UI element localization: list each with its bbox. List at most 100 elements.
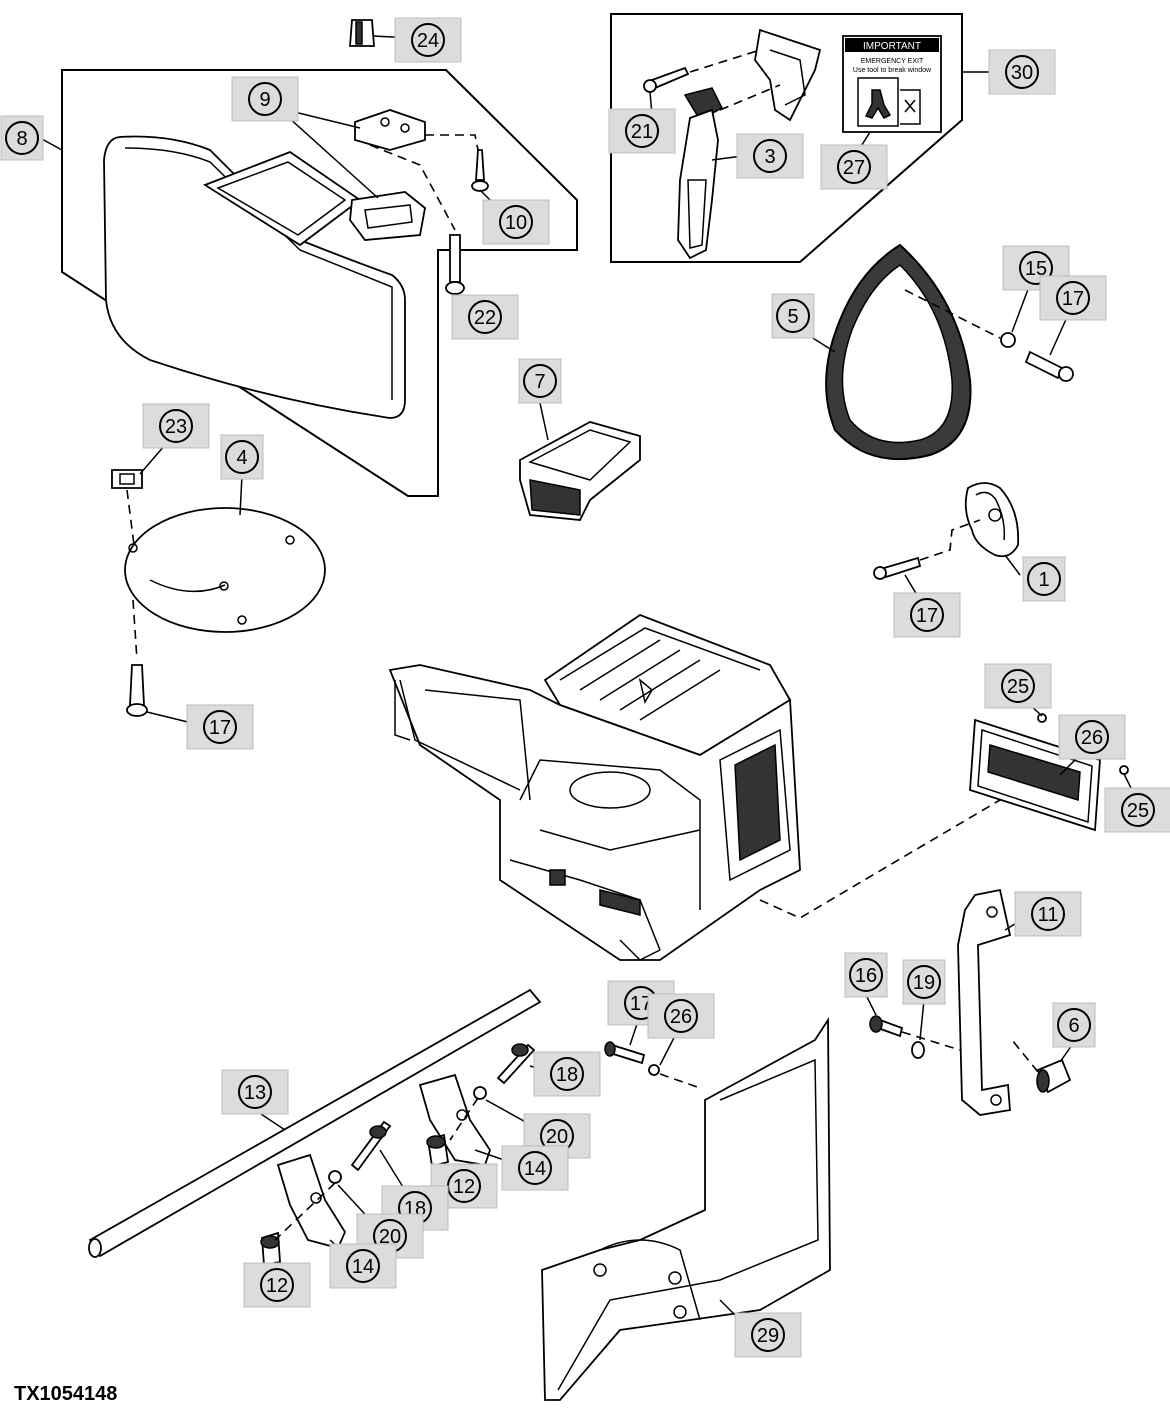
callout-box: [902, 959, 946, 1005]
bolt-18a-head: [511, 1043, 529, 1057]
panel-hole: [673, 1305, 687, 1319]
callout-22: 22: [451, 294, 519, 340]
callout-box: [0, 115, 44, 161]
callout-circle: [518, 1151, 552, 1185]
callout-17a: 17: [1039, 275, 1107, 321]
callout-box: [734, 1312, 802, 1358]
leader-dashed: [904, 289, 1001, 339]
callout-box: [608, 108, 676, 154]
callout-circle: [1057, 1008, 1091, 1042]
callout-circle: [238, 1075, 272, 1109]
leader-line: [39, 137, 63, 151]
cap-24-shade: [355, 21, 363, 45]
leader-dashed: [901, 1031, 961, 1051]
callout-label: 24: [417, 30, 439, 52]
callout-label: 6: [1068, 1015, 1079, 1037]
callout-circle: [753, 139, 787, 173]
assist-strap-inner: [841, 264, 953, 444]
grab-handle-hole: [986, 906, 998, 918]
speed-nut-23-slot: [119, 473, 135, 485]
callout-box: [984, 663, 1052, 709]
callout-label: 15: [1025, 258, 1047, 280]
panel-hole: [593, 1263, 607, 1277]
leader-dashed: [759, 799, 1001, 919]
vent-screw-25: [1037, 713, 1047, 723]
callout-box: [771, 293, 815, 339]
decal-line1: EMERGENCY EXIT: [861, 58, 924, 65]
callout-circle: [203, 710, 237, 744]
callout-label: 25: [1007, 676, 1029, 698]
dome-cover-hole: [285, 535, 295, 545]
callout-circle: [907, 965, 941, 999]
callout-circle: [523, 364, 557, 398]
latch-plate-hole: [380, 117, 390, 127]
callout-box: [533, 1051, 601, 1097]
rear-window-inner-edge: [124, 147, 393, 400]
callout-circle: [849, 958, 883, 992]
callout-box: [844, 952, 888, 998]
leader-dashed: [719, 84, 781, 111]
callout-27: 27: [820, 144, 888, 190]
callout-box: [1052, 1002, 1096, 1048]
leader-line: [1004, 554, 1021, 576]
callout-label: 29: [757, 1325, 779, 1347]
window-latch-catch: [349, 191, 426, 241]
tool-bracket: [754, 28, 822, 122]
leader-line: [1049, 314, 1069, 356]
dome-cover-plate: [124, 507, 326, 633]
emergency-exit-border: [610, 13, 963, 263]
callout-box: [394, 17, 462, 63]
callout-21: 21: [608, 108, 676, 154]
leader-line: [539, 402, 549, 441]
callout-label: 14: [524, 1158, 546, 1180]
callout-8: 8: [0, 115, 44, 161]
side-panel-inner: [557, 1058, 819, 1391]
callout-1: 1: [1022, 556, 1066, 602]
callout-label: 21: [631, 121, 653, 143]
screw-17-ring-head: [873, 566, 887, 580]
leader-line: [1059, 1044, 1073, 1063]
callout-5: 5: [771, 293, 815, 339]
bolt-18b-head: [369, 1125, 387, 1139]
window-latch-catch-slot: [364, 204, 413, 229]
callout-circle: [499, 205, 533, 239]
emergency-hammer-handle: [677, 108, 719, 260]
dome-cover-hole: [237, 615, 247, 625]
callout-box: [1022, 556, 1066, 602]
side-panel: [541, 1017, 831, 1401]
callout-box: [329, 1243, 397, 1289]
callout-circle: [346, 1249, 380, 1283]
callout-label: 7: [534, 371, 545, 393]
speed-nut-23: [111, 469, 143, 489]
callout-box: [243, 1262, 311, 1308]
callout-circle: [664, 999, 698, 1033]
callout-box: [1104, 787, 1170, 833]
callout-30: 30: [988, 49, 1056, 95]
callout-26b: 26: [647, 993, 715, 1039]
callout-box: [1014, 891, 1082, 937]
bolt-16-head: [869, 1015, 883, 1033]
screw-21-head: [643, 79, 657, 93]
callout-circle: [837, 150, 871, 184]
callout-3: 3: [736, 133, 804, 179]
callout-label: 13: [244, 1082, 266, 1104]
decal-pictogram: [857, 77, 899, 127]
screw-17-strap-head: [1058, 366, 1074, 382]
callout-14b: 14: [329, 1243, 397, 1289]
decal-header-bar: [845, 38, 939, 52]
washer-28: [648, 1064, 660, 1076]
leader-line: [1011, 283, 1031, 333]
callout-circle: [550, 1057, 584, 1091]
emergency-hammer-grip: [687, 179, 707, 249]
callout-label: 9: [259, 89, 270, 111]
vent-grille-slats: [987, 744, 1081, 801]
callout-label: 18: [556, 1064, 578, 1086]
callout-circle: [1027, 562, 1061, 596]
callout-circle: [1031, 897, 1065, 931]
operator-cab: [388, 613, 801, 961]
callout-7: 7: [518, 358, 562, 404]
callout-11: 11: [1014, 891, 1082, 937]
callout-6: 6: [1052, 1002, 1096, 1048]
callout-17b: 17: [893, 592, 961, 638]
d-ring-hole: [988, 508, 1002, 522]
